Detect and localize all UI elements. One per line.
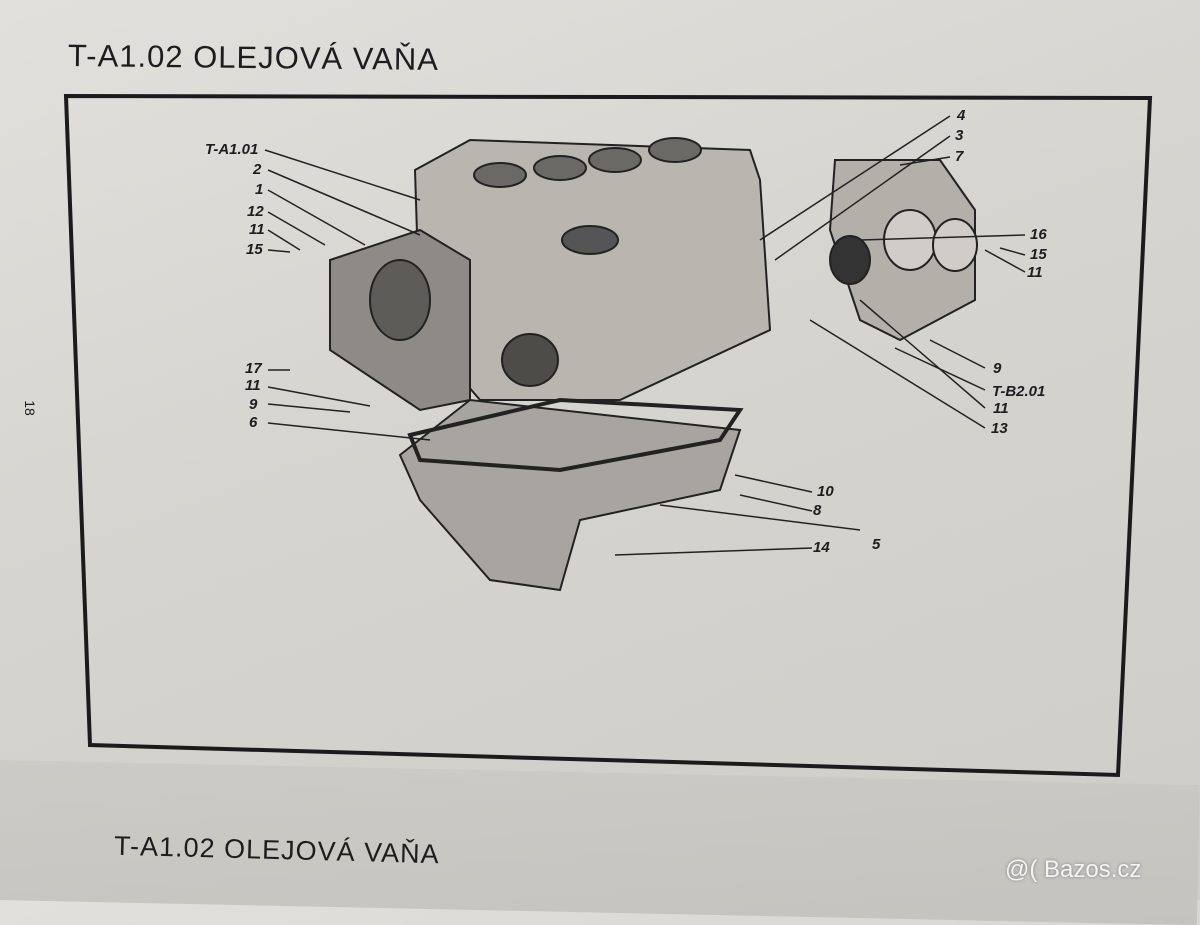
callout-label: 17 [245,360,262,377]
callout-label: 16 [1030,226,1047,243]
callout-label: 14 [813,539,830,556]
callout-label: 8 [813,502,822,519]
callout-label: 11 [245,377,261,394]
callout-label: 1 [255,181,264,198]
callout-label: 13 [991,420,1008,437]
diagram-frame [63,93,1153,778]
callout-label: 5 [872,536,881,553]
oil-pan-drawing [398,397,744,592]
callout-label: 15 [1030,246,1047,263]
callout-label: 10 [817,483,834,500]
callout-label: 2 [253,161,262,178]
callout-label: 9 [993,360,1002,377]
callout-label: T-B2.01 [992,383,1046,400]
flywheel-housing-drawing [828,159,978,342]
callout-label: 11 [993,400,1009,417]
callout-label: 15 [246,241,263,258]
callout-label: 11 [1027,264,1043,281]
watermark: @( Bazos.cz [1005,856,1142,883]
callout-label: 4 [957,107,966,124]
callout-label: T-A1.01 [205,141,259,158]
callout-label: 12 [247,203,264,220]
callout-label: 11 [249,221,265,238]
callout-label: 6 [249,414,258,431]
leader-lines [264,115,1026,556]
callout-label: 3 [955,127,964,144]
callout-label: 9 [249,396,258,413]
callout-label: 7 [955,148,964,165]
engine-block-drawing [329,137,772,412]
exploded-view-diagram [63,93,1153,778]
